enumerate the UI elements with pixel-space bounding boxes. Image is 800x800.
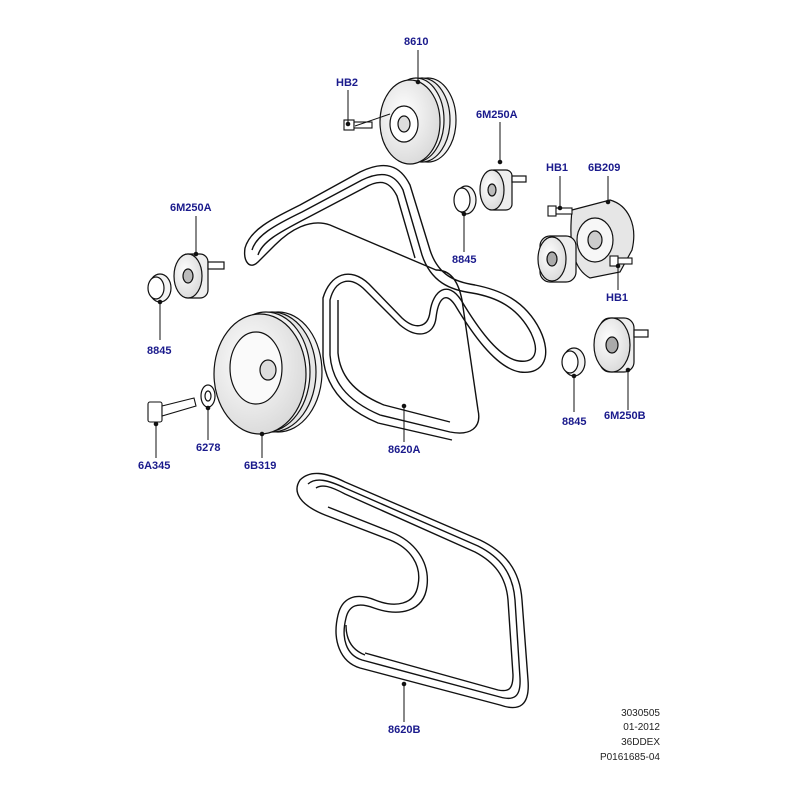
belt-8620a (243, 164, 547, 441)
callout-6m250a-left: 6M250A (170, 202, 212, 214)
belt-8620b (296, 472, 529, 709)
callout-8620a: 8620A (388, 444, 421, 456)
callout-6m250b: 6M250B (604, 410, 646, 422)
callout-8845-left: 8845 (147, 345, 172, 357)
callout-6b209: 6B209 (588, 162, 621, 174)
callout-8845-mid: 8845 (452, 254, 477, 266)
meta-code: 3030505 (621, 708, 660, 719)
bolt-hb1-bottom (609, 255, 633, 267)
cap-8845-left (147, 273, 172, 303)
meta-date: 01-2012 (623, 722, 660, 733)
idler-6m250a-left (173, 253, 225, 299)
cap-8845-mid (453, 185, 477, 215)
bolt-hb1-top (547, 205, 573, 217)
callout-hb1-bottom: HB1 (606, 292, 629, 304)
callout-6m250a-top: 6M250A (476, 109, 518, 121)
meta-reference: P0161685-04 (599, 752, 660, 763)
washer-6278 (200, 384, 216, 408)
bolt-6a345 (147, 397, 197, 423)
leader-lines (153, 50, 631, 722)
idler-6m250a-top (479, 169, 527, 211)
pulley-8610 (379, 77, 457, 165)
callout-6b319: 6B319 (244, 460, 277, 472)
callout-8610: 8610 (404, 36, 429, 48)
callout-8845-right: 8845 (562, 416, 587, 428)
callout-6278: 6278 (196, 442, 221, 454)
idler-6m250b-right (593, 317, 649, 373)
callout-hb2: HB2 (336, 77, 359, 89)
cap-8845-right (561, 347, 586, 377)
tensioner-6b209 (537, 199, 635, 283)
callout-hb1-top: HB1 (546, 162, 569, 174)
crank-pulley-6b319 (213, 311, 323, 435)
meta-model: 36DDEX (621, 737, 660, 748)
callout-8620b: 8620B (388, 724, 421, 736)
callout-6a345: 6A345 (138, 460, 171, 472)
